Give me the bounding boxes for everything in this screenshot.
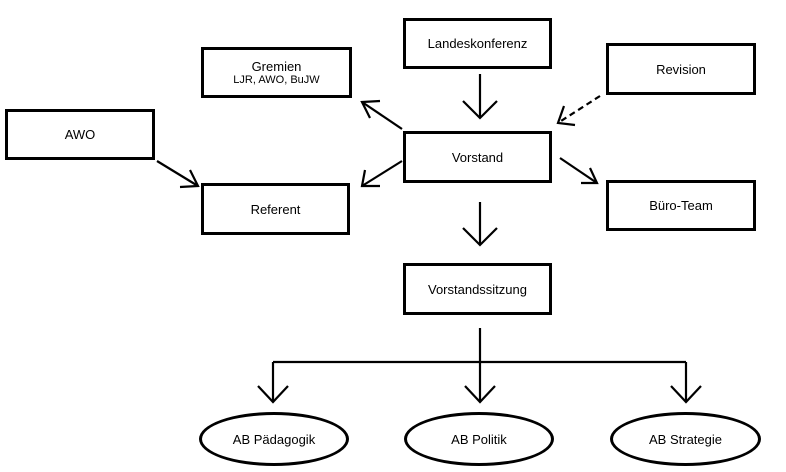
edge-vorstand-vorstandssitzung <box>462 202 498 247</box>
node-landeskonferenz-label: Landeskonferenz <box>427 36 528 51</box>
node-ab-paedagogik: AB Pädagogik <box>199 412 349 466</box>
edge-vorstandssitzung-ab-strategie <box>670 362 702 404</box>
node-buero-team: Büro-Team <box>606 180 756 231</box>
edge-landeskonferenz-vorstand <box>462 74 498 120</box>
node-ab-politik-label: AB Politik <box>451 431 507 447</box>
node-ab-paedagogik-label: AB Pädagogik <box>232 431 316 447</box>
edge-vorstand-gremien <box>360 99 403 130</box>
node-landeskonferenz: Landeskonferenz <box>403 18 552 69</box>
edge-awo-referent <box>156 160 200 189</box>
node-ab-strategie-label: AB Strategie <box>649 431 722 447</box>
edge-vorstandssitzung-ab-politik <box>464 362 496 404</box>
node-revision: Revision <box>606 43 756 95</box>
node-vorstand: Vorstand <box>403 131 552 183</box>
edge-vorstand-referent <box>360 160 403 188</box>
node-vorstandssitzung: Vorstandssitzung <box>403 263 552 315</box>
node-awo-label: AWO <box>64 127 96 142</box>
node-vorstand-label: Vorstand <box>451 149 504 165</box>
node-vorstandssitzung-label: Vorstandssitzung <box>427 281 527 297</box>
node-buero-team-label: Büro-Team <box>649 198 713 213</box>
node-revision-label: Revision <box>656 61 706 77</box>
node-referent: Referent <box>201 183 350 235</box>
node-gremien-label: Gremien <box>251 59 302 74</box>
node-ab-politik: AB Politik <box>404 412 554 466</box>
edge-vorstandssitzung-split <box>273 328 686 364</box>
edge-vorstandssitzung-ab-paedagogik <box>257 362 289 404</box>
node-awo: AWO <box>5 109 155 160</box>
edge-revision-vorstand <box>556 95 601 127</box>
node-ab-strategie: AB Strategie <box>610 412 761 466</box>
edge-vorstand-buero-team <box>559 157 599 185</box>
node-referent-label: Referent <box>250 201 301 217</box>
node-gremien-sublabel: LJR, AWO, BuJW <box>233 74 320 86</box>
node-gremien: Gremien LJR, AWO, BuJW <box>201 47 352 98</box>
